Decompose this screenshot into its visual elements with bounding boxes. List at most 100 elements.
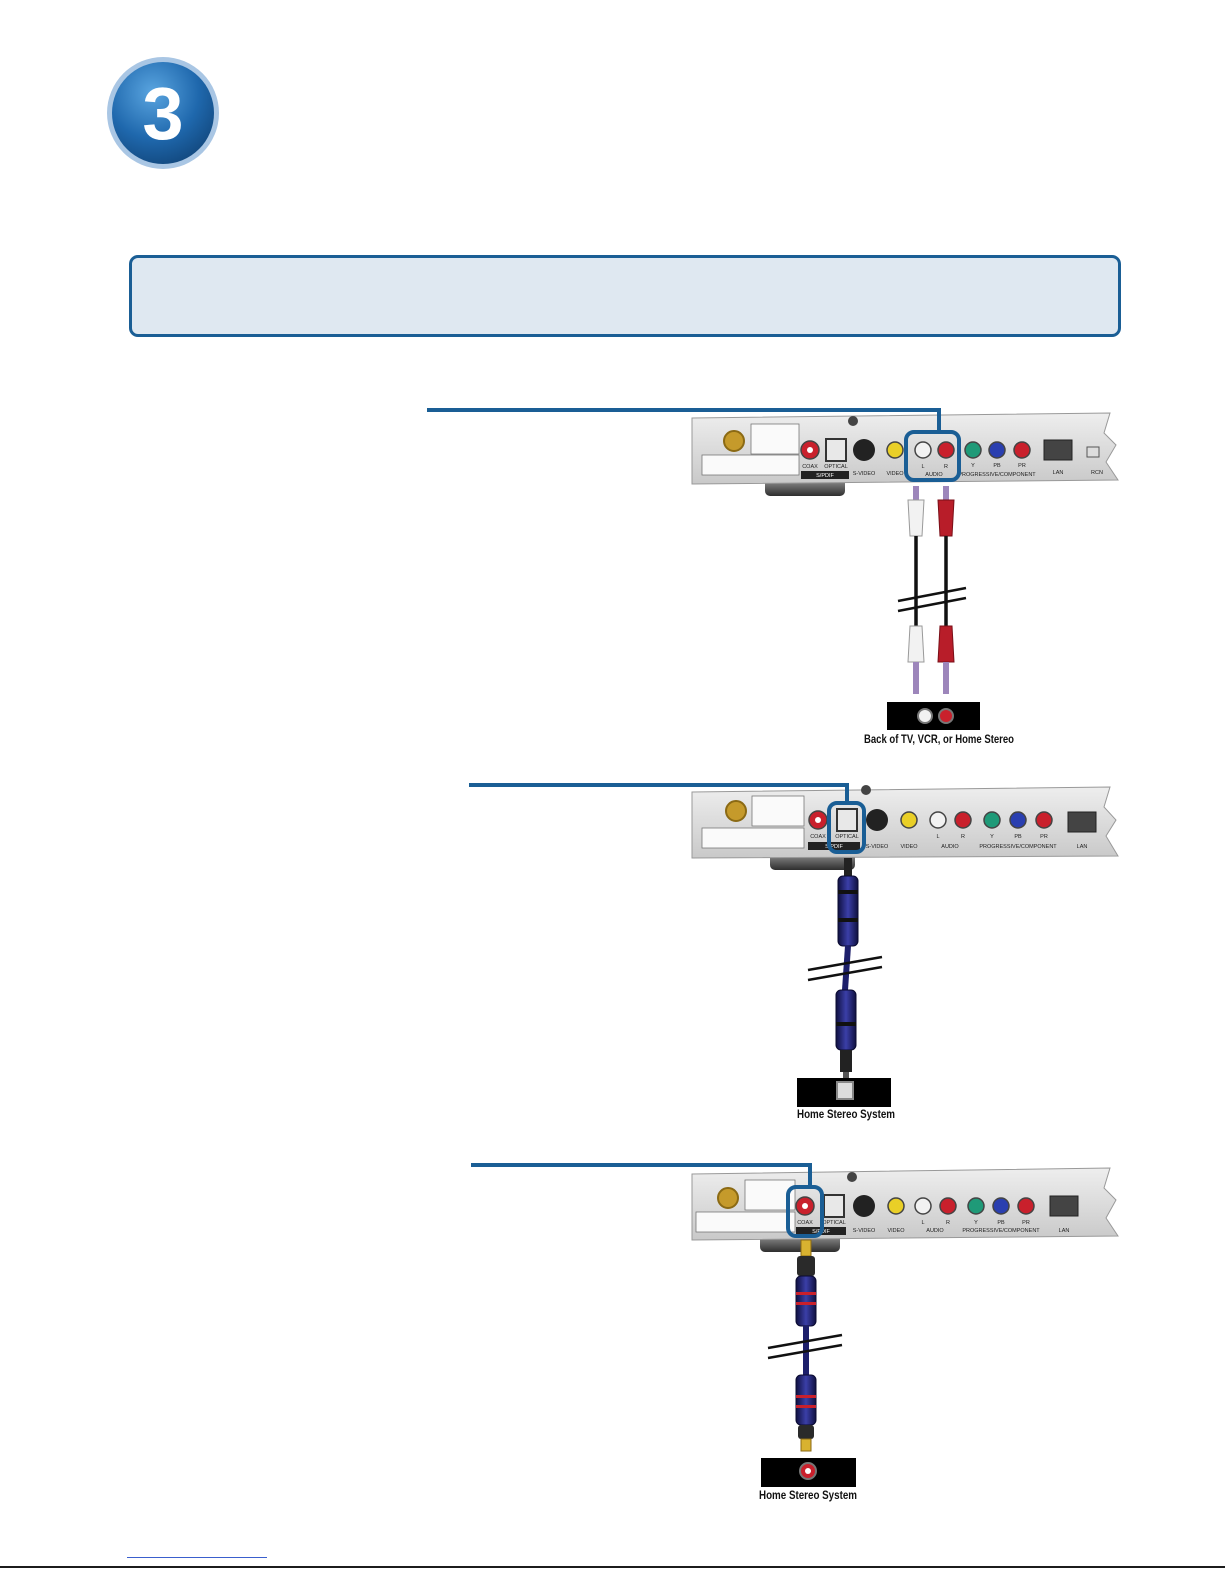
regulatory-sticker — [701, 454, 800, 476]
lan-port-icon — [1043, 439, 1073, 461]
coax-cable — [767, 1239, 843, 1452]
screw-icon — [861, 785, 871, 795]
label-sticker — [751, 795, 805, 827]
component-pr-jack-icon — [1017, 1197, 1035, 1215]
panel-label: R — [946, 1220, 950, 1226]
panel-label: Y — [971, 463, 975, 469]
panel-label: L — [921, 1220, 924, 1226]
component-pb-jack-icon — [988, 441, 1006, 459]
destination-caption: Home Stereo System — [797, 1107, 895, 1121]
rca-red-jack-icon — [938, 708, 954, 724]
regulatory-sticker — [695, 1211, 796, 1233]
step-number: 3 — [142, 72, 183, 155]
screw-icon — [847, 1172, 857, 1182]
highlight-optical-jack — [827, 801, 866, 854]
panel-label: LAN — [1053, 470, 1064, 476]
optical-jack-icon — [825, 438, 847, 462]
panel-label: OPTICAL — [835, 834, 859, 840]
panel-label: COAX — [797, 1220, 813, 1226]
s-video-jack-icon — [853, 439, 875, 461]
panel-label: R — [944, 464, 948, 470]
callout-line — [469, 783, 849, 803]
panel-label: LAN — [1077, 844, 1088, 850]
panel-label: AUDIO — [926, 1228, 944, 1234]
panel-label: VIDEO — [886, 471, 904, 477]
instruction-banner — [129, 255, 1121, 337]
video-jack-icon — [887, 1197, 905, 1215]
footer-rule — [0, 1566, 1225, 1568]
diagram-analog-audio: COAX OPTICAL S/PDIF S-VIDEO VIDEO L R AU… — [427, 408, 1119, 746]
audio-right-jack-icon — [937, 441, 955, 459]
panel-label: VIDEO — [900, 844, 918, 850]
panel-label: S-VIDEO — [866, 844, 889, 850]
rca-audio-cable — [897, 486, 967, 694]
panel-label: VIDEO — [887, 1228, 905, 1234]
panel-label: COAX — [802, 464, 818, 470]
panel-label: OPTICAL — [822, 1220, 846, 1226]
antenna-connector-icon — [725, 800, 747, 822]
audio-left-jack-icon — [929, 811, 947, 829]
panel-label: S/PDIF — [825, 844, 843, 850]
rca-white-jack-icon — [917, 708, 933, 724]
lan-port-icon — [1067, 811, 1097, 833]
panel-label: PB — [997, 1220, 1005, 1226]
panel-label: AUDIO — [925, 472, 943, 478]
panel-label: PROGRESSIVE/COMPONENT — [958, 472, 1036, 478]
panel-label: S-VIDEO — [853, 471, 876, 477]
panel-label: PR — [1022, 1220, 1030, 1226]
optical-input-icon — [836, 1081, 854, 1100]
screw-icon — [848, 416, 858, 426]
optical-cable — [807, 858, 883, 1082]
callout-line — [471, 1163, 812, 1187]
highlight-coax-jack — [786, 1185, 824, 1238]
panel-label: PROGRESSIVE/COMPONENT — [962, 1228, 1040, 1234]
optical-jack-icon — [823, 1194, 845, 1218]
component-y-jack-icon — [964, 441, 982, 459]
usb-port-icon — [1086, 446, 1100, 458]
destination-caption: Home Stereo System — [759, 1488, 857, 1502]
optical-jack-icon — [836, 808, 858, 832]
component-y-jack-icon — [967, 1197, 985, 1215]
step-number-badge: 3 — [107, 57, 219, 169]
panel-label: RCN — [1091, 470, 1103, 476]
component-y-jack-icon — [983, 811, 1001, 829]
panel-label: S/PDIF — [816, 473, 834, 479]
component-pr-jack-icon — [1035, 811, 1053, 829]
highlight-audio-jacks — [904, 430, 961, 482]
component-pr-jack-icon — [1013, 441, 1031, 459]
audio-right-jack-icon — [954, 811, 972, 829]
panel-label: PB — [993, 463, 1001, 469]
video-jack-icon — [900, 811, 918, 829]
component-pb-jack-icon — [1009, 811, 1027, 829]
panel-label: L — [936, 834, 939, 840]
destination-caption: Back of TV, VCR, or Home Stereo — [864, 732, 1014, 746]
panel-label: PROGRESSIVE/COMPONENT — [979, 844, 1057, 850]
s-video-jack-icon — [866, 809, 888, 831]
label-sticker — [750, 423, 800, 455]
panel-label: Y — [974, 1220, 978, 1226]
lan-port-icon — [1049, 1195, 1079, 1217]
audio-left-jack-icon — [914, 441, 932, 459]
diagram-coax-audio: COAX OPTICAL S/PDIF S-VIDEO VIDEO L R AU… — [471, 1163, 1119, 1502]
panel-label: PB — [1014, 834, 1022, 840]
component-pb-jack-icon — [992, 1197, 1010, 1215]
destination-panel — [887, 702, 980, 730]
panel-label: AUDIO — [941, 844, 959, 850]
antenna-connector-icon — [717, 1187, 739, 1209]
panel-label: LAN — [1059, 1228, 1070, 1234]
panel-label: PR — [1040, 834, 1048, 840]
audio-right-jack-icon — [939, 1197, 957, 1215]
panel-label: COAX — [810, 834, 826, 840]
s-video-jack-icon — [853, 1195, 875, 1217]
video-jack-icon — [886, 441, 904, 459]
regulatory-sticker — [701, 827, 805, 849]
panel-label: OPTICAL — [824, 464, 848, 470]
footer-link-underline — [127, 1557, 267, 1558]
callout-line — [427, 408, 941, 432]
panel-label: PR — [1018, 463, 1026, 469]
panel-label: Y — [990, 834, 994, 840]
diagram-optical-audio: COAX OPTICAL S/PDIF S-VIDEO VIDEO L R AU… — [469, 783, 1119, 1121]
panel-label: S-VIDEO — [853, 1228, 876, 1234]
antenna-connector-icon — [723, 430, 745, 452]
